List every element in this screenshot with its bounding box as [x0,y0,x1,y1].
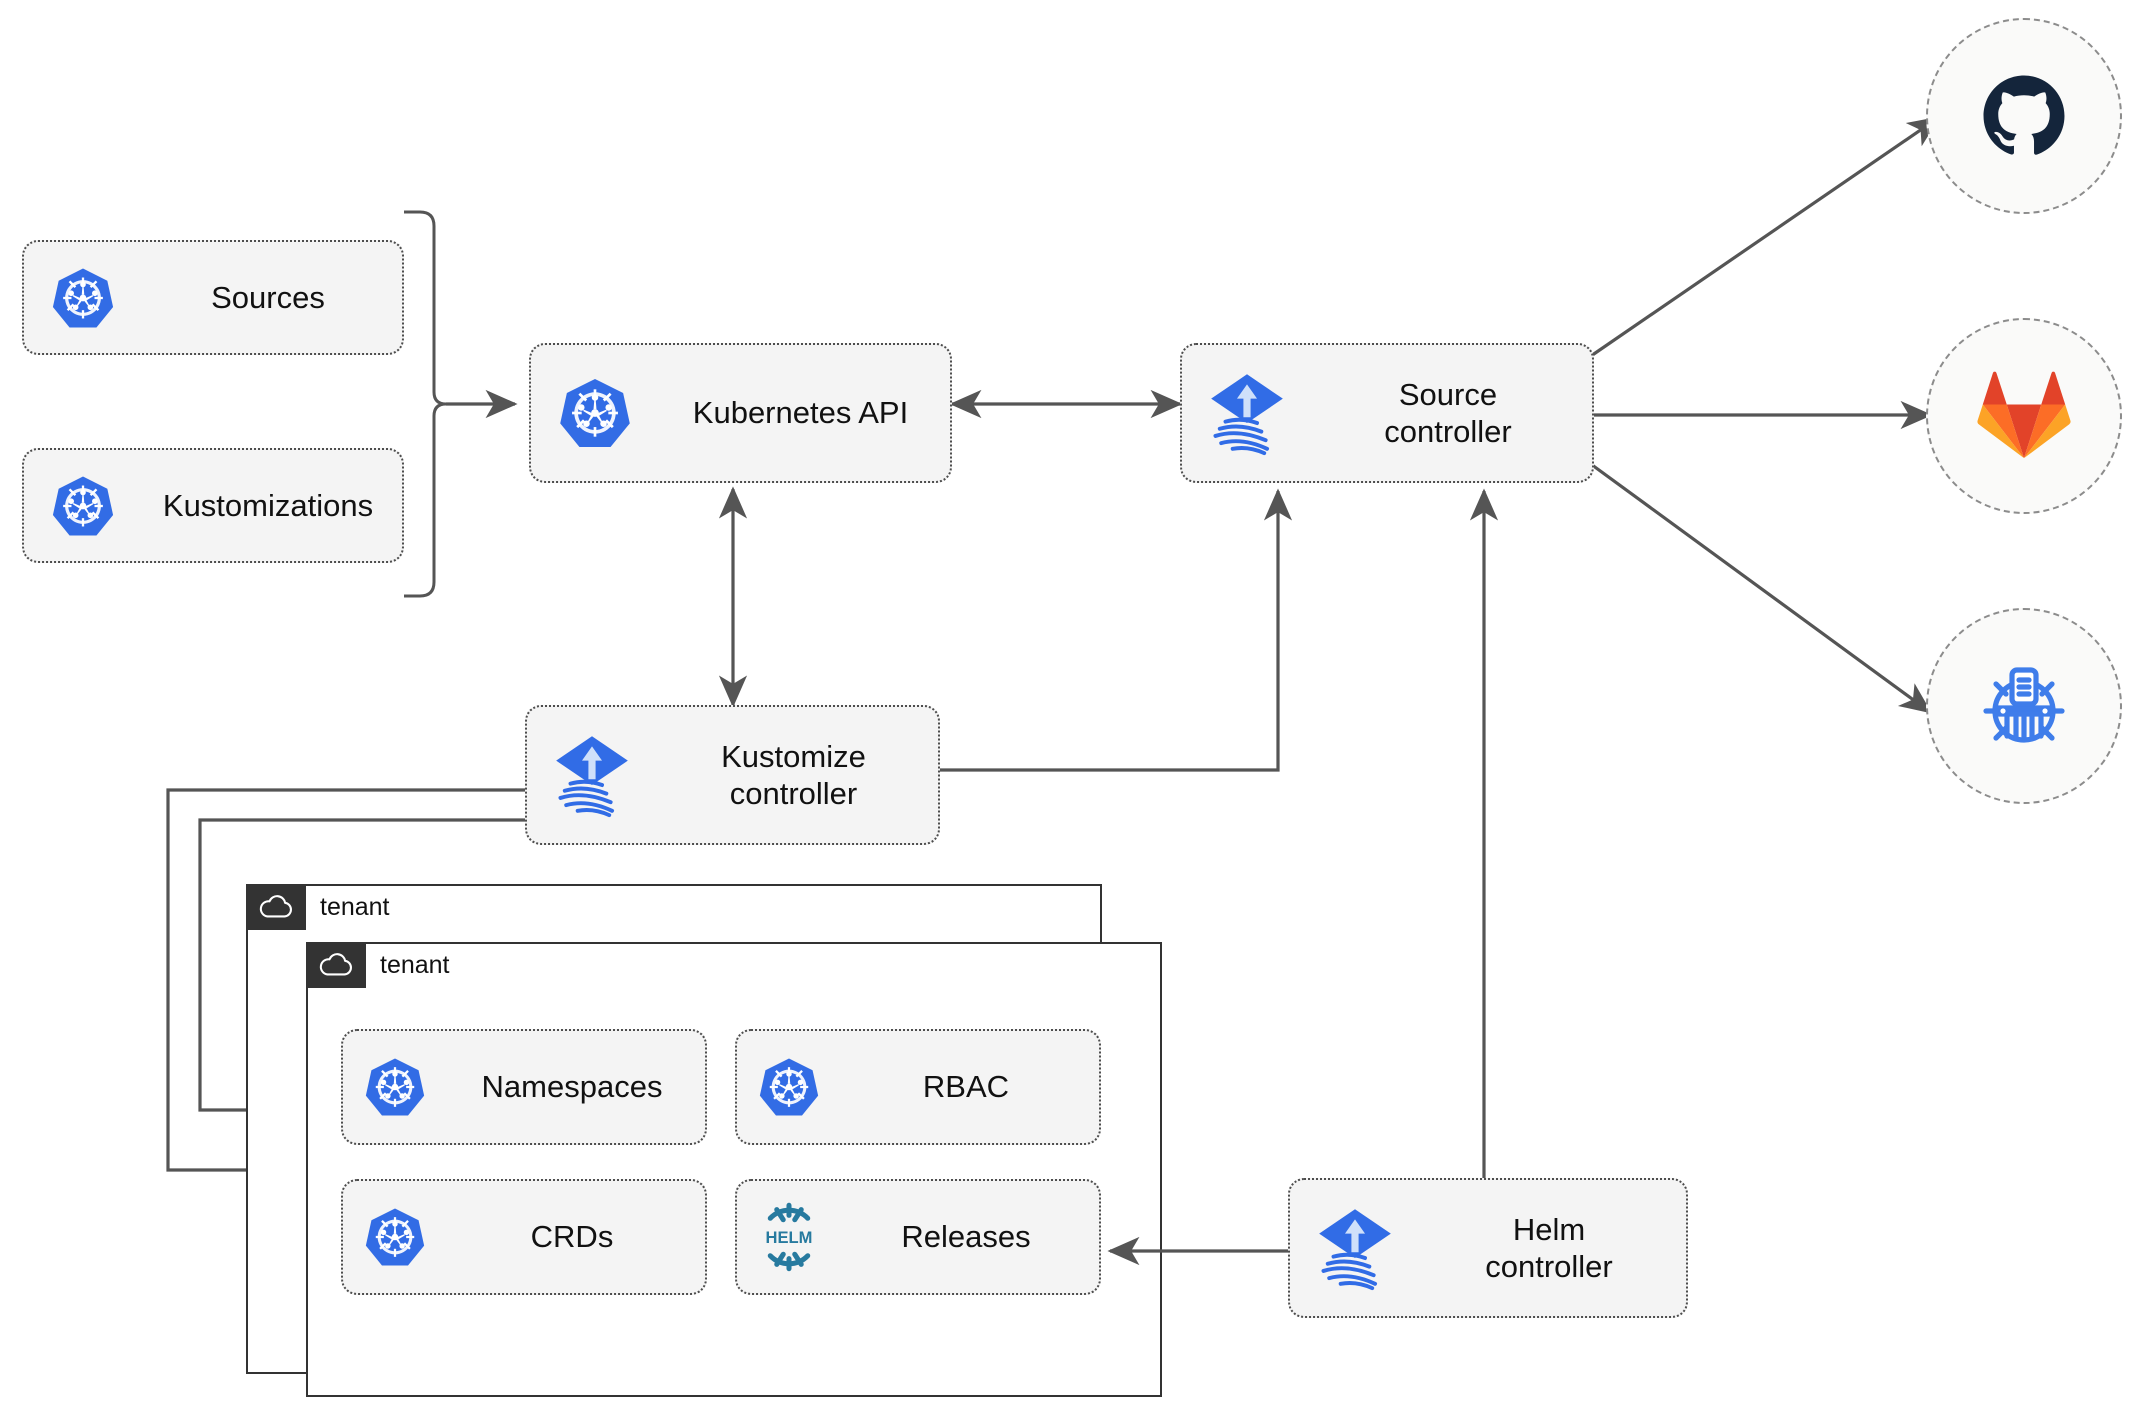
node-label: Kubernetes API [692,395,909,431]
flux-icon [1182,370,1312,456]
node-kubernetes-api[interactable]: Kubernetes API [529,343,952,483]
node-label: RBAC [922,1069,1010,1105]
tenant-header: tenant [306,942,450,988]
node-label: Namespaces [481,1069,663,1105]
group-bracket [404,210,447,598]
node-label: Kustomizations [162,487,374,523]
cloud-icon [306,942,366,988]
node-label: Releases [901,1219,1031,1255]
tenant-header: tenant [246,884,390,930]
node-label: Kustomize controller [721,738,866,811]
tenant-container-inner: tenant [306,942,1162,1397]
node-label: Sources [211,279,325,315]
flux-icon [1290,1205,1420,1291]
tenant-label: tenant [380,950,450,979]
node-sources[interactable]: Sources [22,240,404,355]
node-source-controller[interactable]: Source controller [1180,343,1594,483]
node-label: Helm controller [1485,1211,1613,1284]
node-crds[interactable]: CRDs [341,1179,707,1295]
kubernetes-icon [343,1206,447,1268]
endpoint-gitlab[interactable] [1926,318,2122,514]
github-icon [1983,75,2065,155]
endpoint-bucket[interactable] [1926,608,2122,804]
kubernetes-icon [531,376,659,450]
kubernetes-icon [24,474,142,538]
flux-icon [527,732,657,818]
cloud-icon [246,884,306,930]
node-label: CRDs [530,1219,614,1255]
bucket-icon [1983,667,2065,743]
kubernetes-icon [343,1056,447,1118]
node-rbac[interactable]: RBAC [735,1029,1101,1145]
kubernetes-icon [24,266,142,330]
gitlab-icon [1977,371,2071,459]
kubernetes-icon [737,1056,841,1118]
node-kustomizations[interactable]: Kustomizations [22,448,404,563]
node-label: Source controller [1384,376,1512,449]
node-releases[interactable]: HELM Releases [735,1179,1101,1295]
endpoint-github[interactable] [1926,18,2122,214]
node-kustomize-controller[interactable]: Kustomize controller [525,705,940,845]
tenant-label: tenant [320,892,390,921]
wire-kustomizecontroller-sourcecontroller [940,488,1293,772]
svg-text:HELM: HELM [766,1228,813,1247]
node-namespaces[interactable]: Namespaces [341,1029,707,1145]
wire-sourcecontroller-bucket [1587,460,1933,714]
node-helm-controller[interactable]: Helm controller [1288,1178,1688,1318]
helm-icon: HELM [737,1201,841,1273]
wire-sourcecontroller-github [1587,116,1941,360]
